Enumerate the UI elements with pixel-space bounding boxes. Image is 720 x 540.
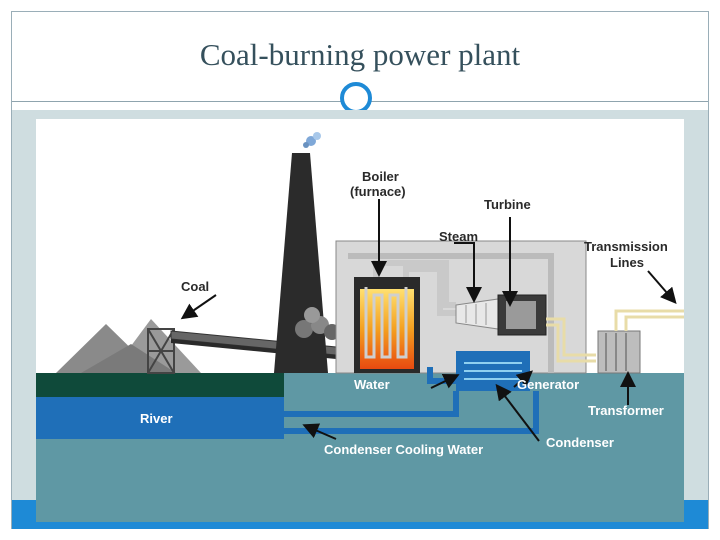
label-furnace: (furnace) bbox=[350, 184, 406, 199]
generator bbox=[497, 294, 547, 336]
label-lines: Lines bbox=[610, 255, 644, 270]
coal-tower bbox=[147, 328, 175, 374]
label-water: Water bbox=[354, 377, 390, 392]
label-condenser: Condenser bbox=[546, 435, 614, 450]
label-river: River bbox=[140, 411, 173, 426]
turbine bbox=[455, 298, 499, 330]
pointer-arrows bbox=[180, 199, 677, 442]
label-coal: Coal bbox=[181, 279, 209, 294]
power-plant-diagram: Boiler (furnace) Turbine Steam Transmiss… bbox=[36, 119, 684, 522]
label-generator: Generator bbox=[517, 377, 579, 392]
river bbox=[36, 397, 284, 439]
transformer bbox=[597, 330, 641, 374]
power-plant-svg: Boiler (furnace) Turbine Steam Transmiss… bbox=[36, 119, 684, 522]
label-transformer: Transformer bbox=[588, 403, 664, 418]
label-turbine: Turbine bbox=[484, 197, 531, 212]
output-lines bbox=[546, 317, 596, 363]
grass-bank bbox=[36, 373, 284, 397]
label-transmission: Transmission bbox=[584, 239, 668, 254]
label-condenser-cooling-water: Condenser Cooling Water bbox=[324, 442, 483, 457]
label-boiler: Boiler bbox=[362, 169, 399, 184]
boiler bbox=[354, 277, 420, 373]
slide-title: Coal-burning power plant bbox=[199, 37, 521, 72]
label-steam: Steam bbox=[439, 229, 478, 244]
transmission-lines bbox=[614, 309, 684, 331]
